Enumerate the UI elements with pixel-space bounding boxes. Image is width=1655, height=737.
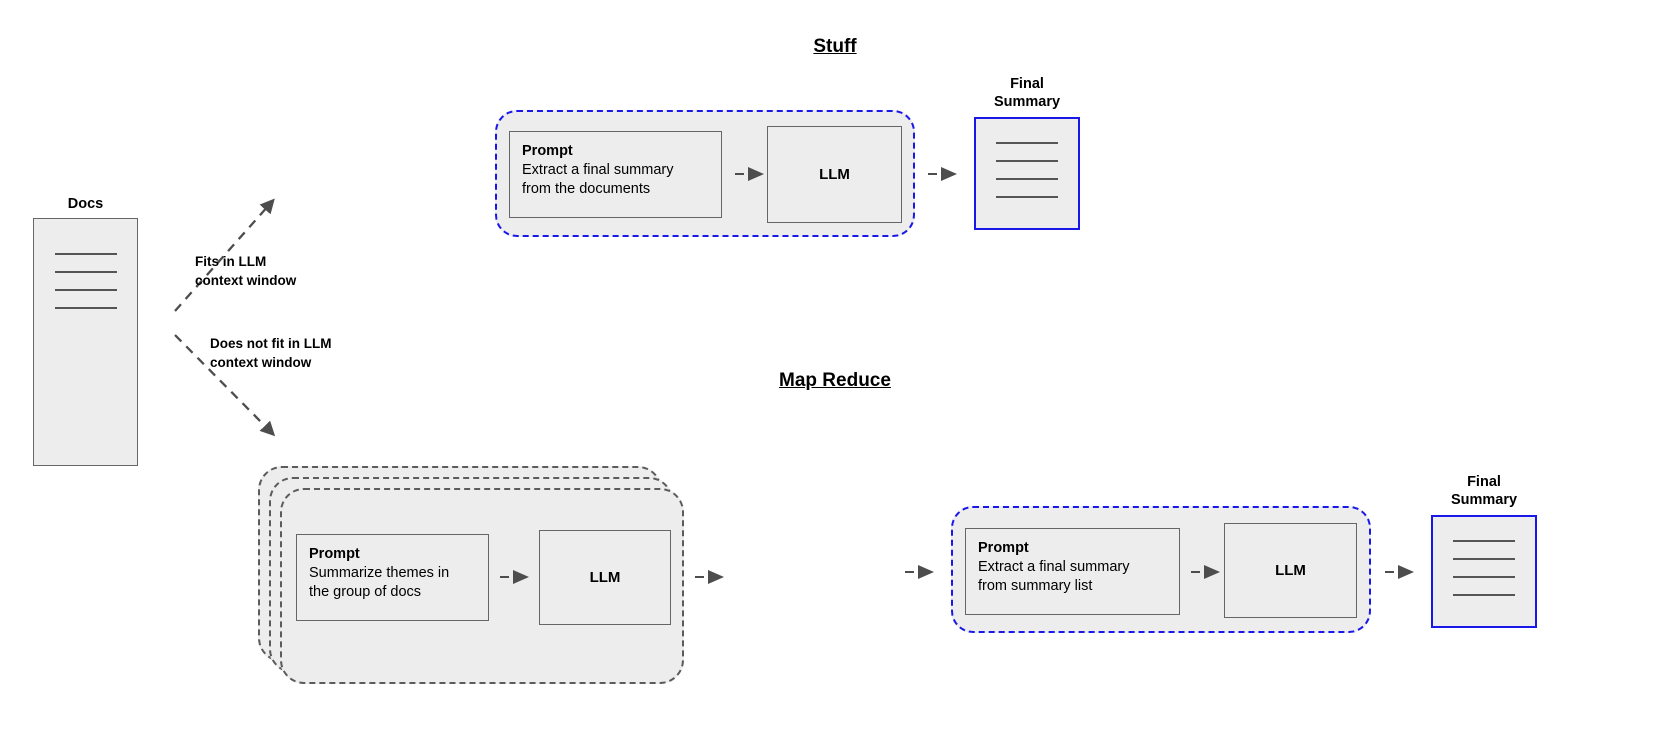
map-prompt-title: Prompt [309,546,360,562]
branch-label-nofit-line2: context window [210,354,312,370]
map-llm-label: LLM [589,569,621,586]
final-line [996,178,1058,180]
final-line [996,196,1058,198]
branch-arrow-fits [174,198,275,312]
branch-label-fits: Fits in LLM context window [195,253,425,290]
docs-line [54,307,117,309]
docs-line [54,271,117,273]
reduce-llm-label: LLM [1275,562,1306,579]
final-line [1453,576,1515,578]
section-title-stuff: Stuff [813,36,857,57]
arrow-head-icon [918,565,934,579]
arrow-reduce-to-final [1385,565,1417,579]
map-prompt-line1: Summarize themes in [309,565,450,582]
map-final-summary-box [1431,515,1537,628]
stuff-final-lines [976,142,1078,198]
docs-line [54,289,117,291]
stuff-final-summary-box [974,117,1080,230]
stuff-prompt-line1: Extract a final summary [522,162,674,179]
arrow-reduce-prompt-to-llm [1191,565,1223,579]
arrow-map-to-summaries [695,570,727,584]
branch-label-fits-line2: context window [195,272,297,288]
arrow-head-icon [1204,565,1220,579]
final-line [996,142,1058,144]
arrow-stub [928,173,937,176]
arrow-head-icon [748,167,764,181]
stuff-llm-label: LLM [819,166,850,183]
arrow-stub [1191,571,1200,574]
arrow-head-icon [1398,565,1414,579]
map-llm-box: LLM [539,530,671,625]
reduce-prompt-title: Prompt [978,540,1029,556]
docs-lines [34,253,137,309]
stuff-output-caption-line2: Summary [993,94,1061,111]
arrow-head-icon [513,570,529,584]
branch-label-nofit-line1: Does not fit in LLM [210,336,332,351]
stuff-prompt-box: Prompt Extract a final summary from the … [509,131,722,218]
arrow-summaries-to-reduce [905,565,937,579]
arrow-head-icon [941,167,957,181]
final-line [996,160,1058,162]
map-output-caption-line1: Final [1467,474,1501,490]
final-line [1453,558,1515,560]
reduce-prompt-line2: from summary list [978,578,1093,595]
arrow-stuff-llm-to-summary [928,167,960,181]
docs-caption: Docs [67,196,104,212]
section-title-map-reduce: Map Reduce [779,370,891,391]
map-prompt-box: Prompt Summarize themes in the group of … [296,534,489,621]
map-output-caption-line2: Summary [1450,492,1518,509]
stuff-prompt-title: Prompt [522,143,573,159]
stuff-output-caption-line1: Final [1010,76,1044,92]
stuff-output-caption: Final Summary [973,75,1081,111]
arrow-stub [735,173,744,176]
reduce-prompt-line1: Extract a final summary [978,559,1130,576]
arrow-stub [1385,571,1394,574]
arrow-map-prompt-to-llm [500,570,532,584]
stuff-prompt-line2: from the documents [522,181,651,198]
arrow-stub [905,571,914,574]
reduce-llm-box: LLM [1224,523,1357,618]
arrow-stub [695,576,704,579]
branch-label-does-not-fit: Does not fit in LLM context window [210,335,470,372]
arrow-head-icon [708,570,724,584]
reduce-prompt-box: Prompt Extract a final summary from summ… [965,528,1180,615]
docs-line [54,253,117,255]
map-output-caption: Final Summary [1430,473,1538,509]
map-final-lines [1433,540,1535,596]
docs-box [33,218,138,466]
arrow-stub [500,576,509,579]
stuff-llm-box: LLM [767,126,902,223]
map-prompt-line2: the group of docs [309,584,422,601]
summaries-stack: Summaries [733,504,903,639]
branch-label-fits-line1: Fits in LLM [195,254,267,269]
arrow-stuff-prompt-to-llm [735,167,767,181]
final-line [1453,540,1515,542]
branch-arrow-does-not-fit [174,334,276,437]
final-line [1453,594,1515,596]
